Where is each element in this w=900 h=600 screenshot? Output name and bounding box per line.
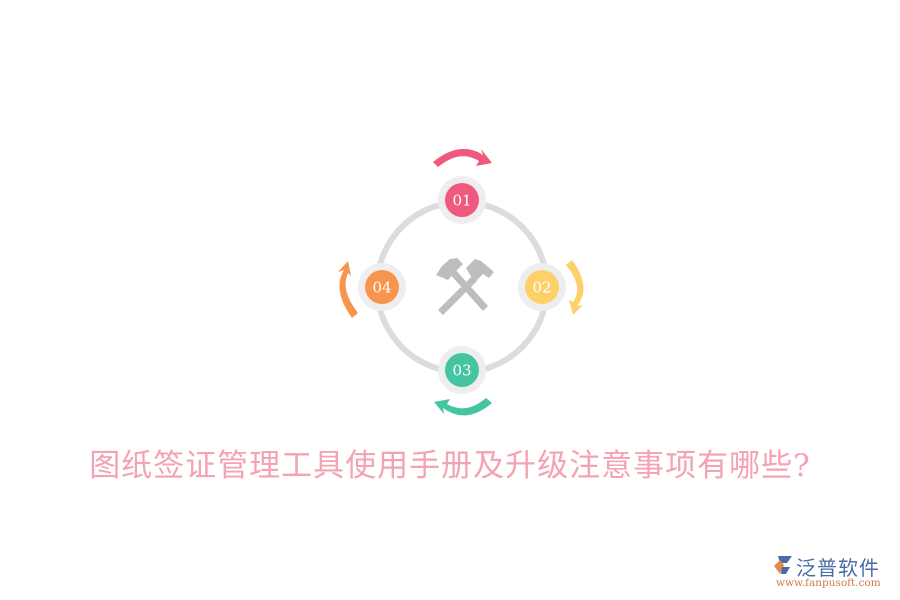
brand-logo: 泛普软件 www.fanpusoft.com xyxy=(768,550,894,594)
logo-url: www.fanpusoft.com xyxy=(776,577,881,589)
page-title: 图纸签证管理工具使用手册及升级注意事项有哪些? xyxy=(89,448,811,484)
node-01-label: 01 xyxy=(452,192,471,210)
crossed-hammers-icon xyxy=(436,258,494,315)
fanpu-logo-icon xyxy=(774,556,792,574)
arrow-04-icon xyxy=(338,261,358,318)
arrow-02-icon xyxy=(566,260,584,315)
node-04-label: 04 xyxy=(372,279,391,297)
node-02: 02 xyxy=(518,263,566,311)
node-04: 04 xyxy=(358,263,406,311)
node-03: 03 xyxy=(438,346,486,394)
arrow-01-icon xyxy=(433,148,492,167)
logo-name: 泛普软件 xyxy=(796,556,880,580)
node-02-label: 02 xyxy=(532,279,551,297)
node-03-label: 03 xyxy=(452,362,471,380)
node-01: 01 xyxy=(438,176,486,224)
arrow-03-icon xyxy=(434,398,492,416)
